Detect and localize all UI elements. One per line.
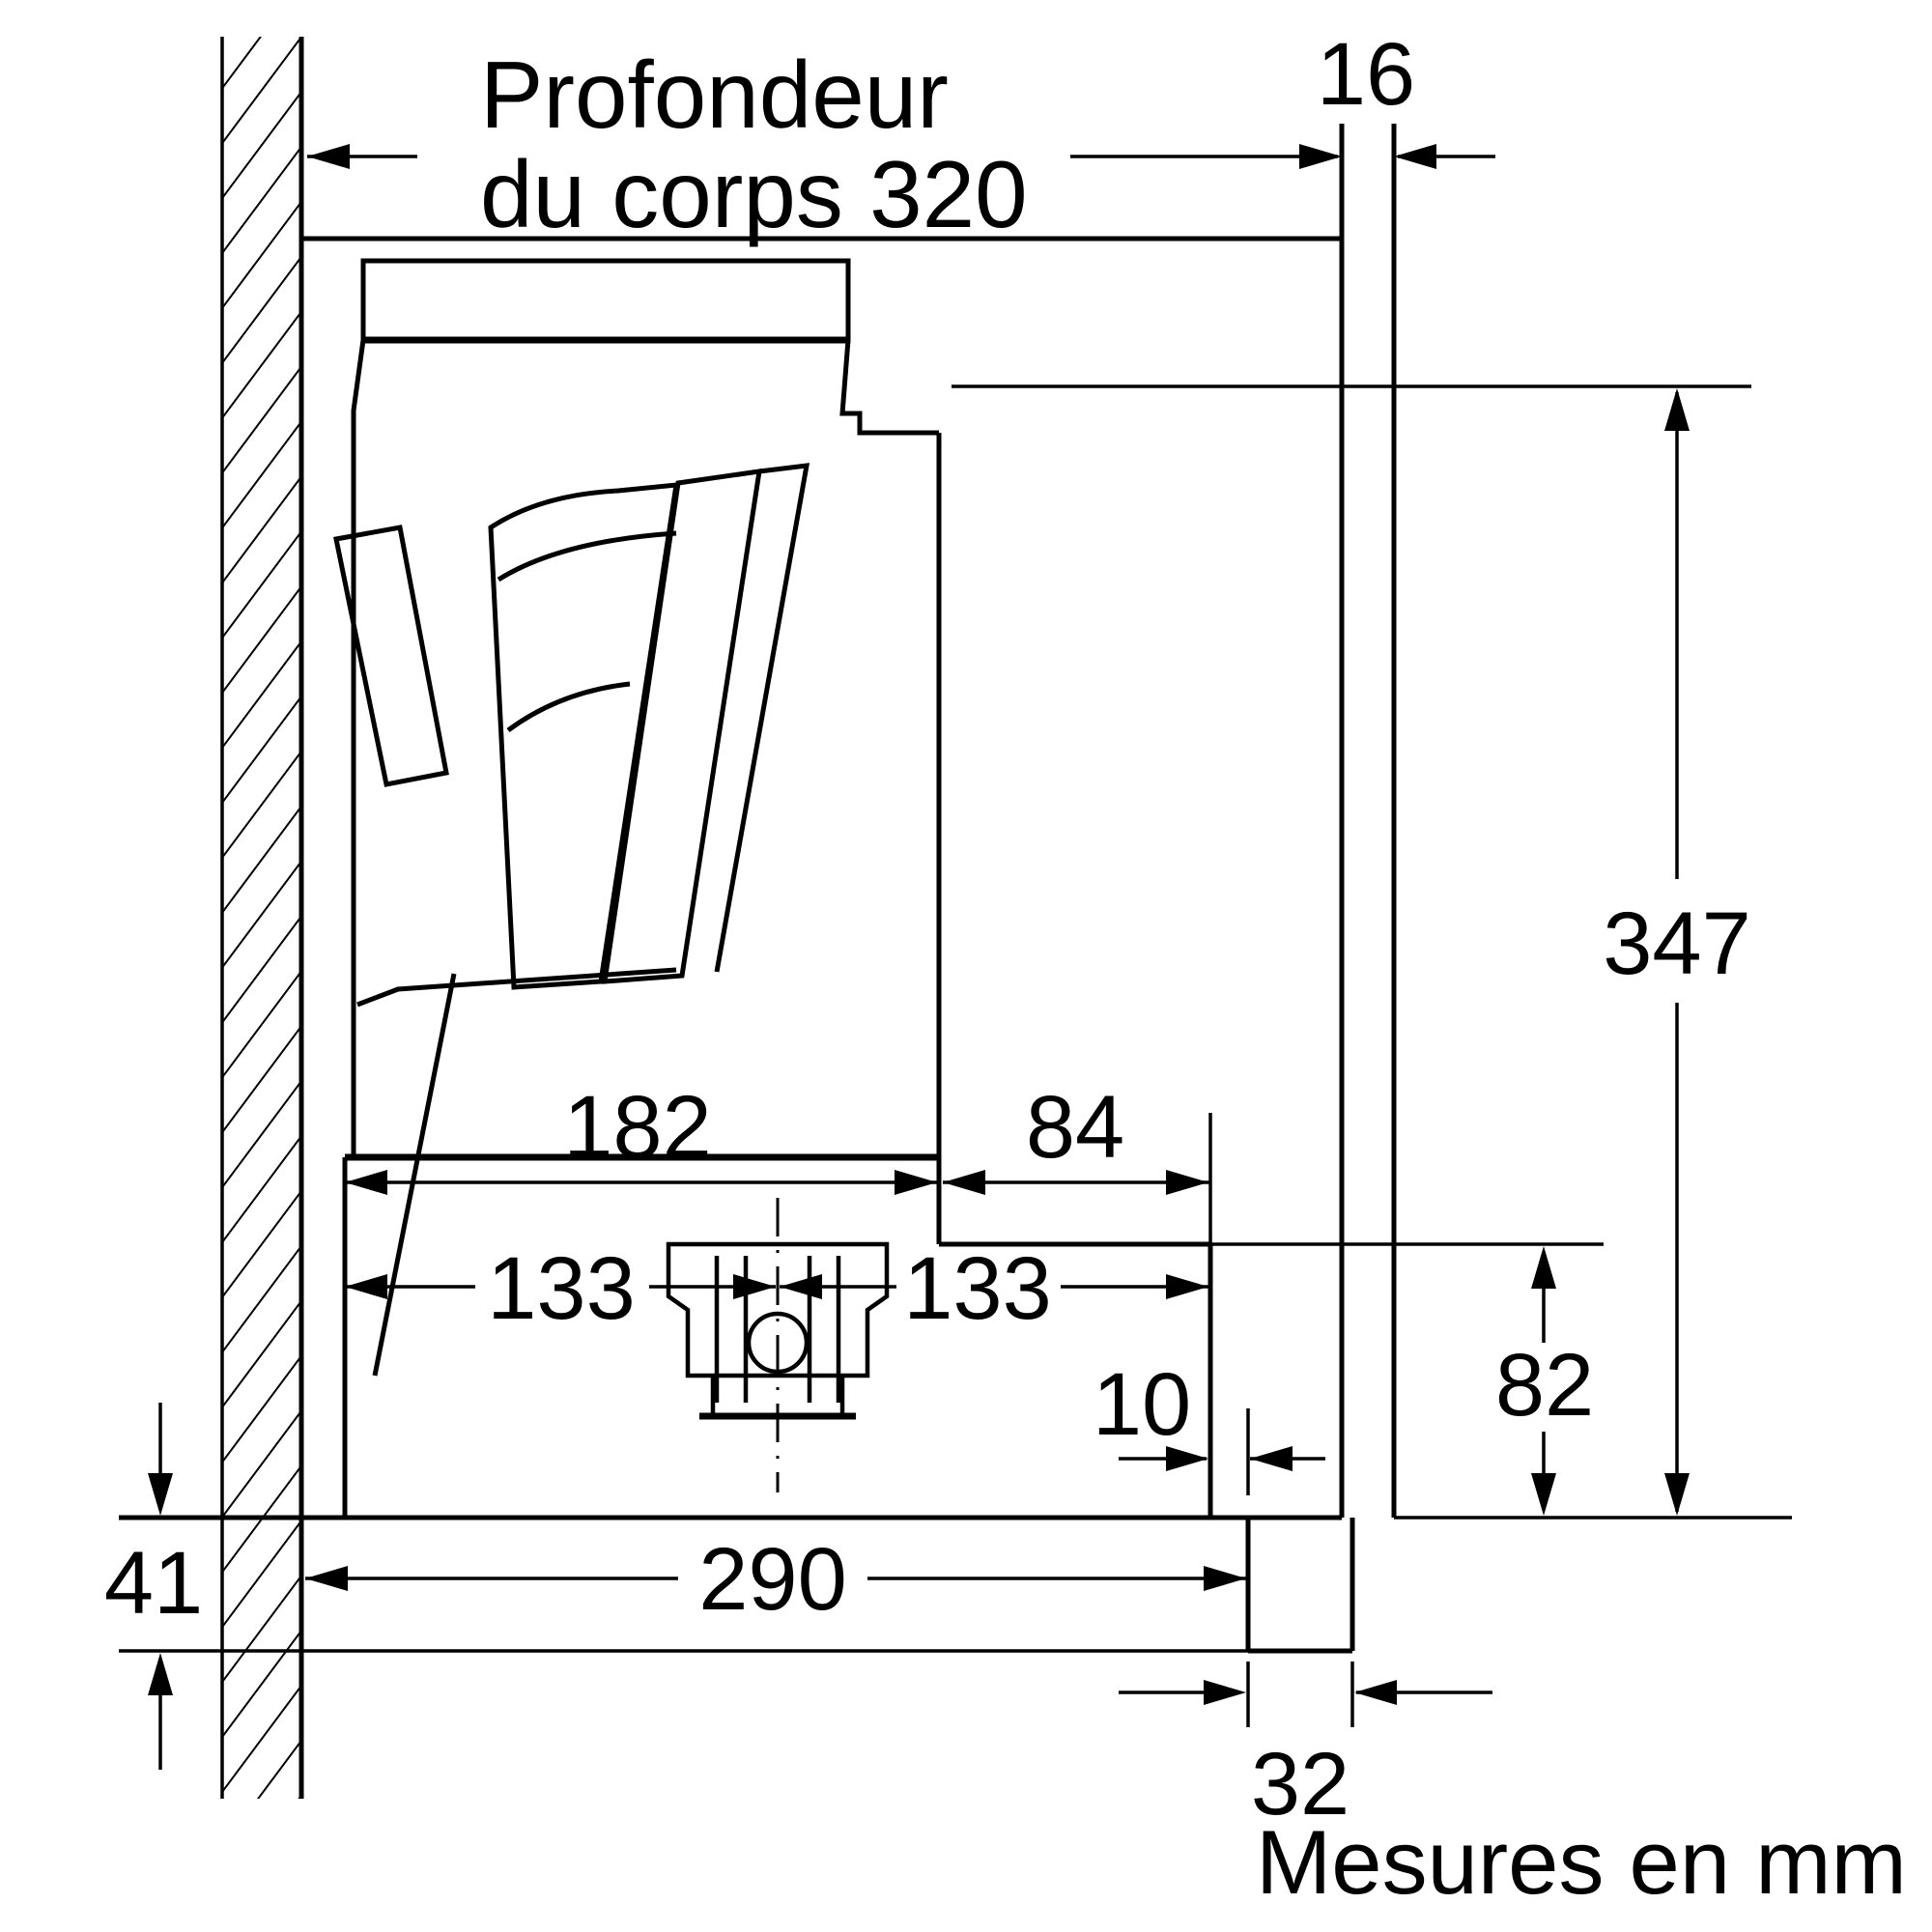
- flap-right: [602, 469, 762, 984]
- dim-recess-82: 82: [1210, 1242, 1604, 1516]
- dim-182-label: 182: [563, 1078, 712, 1177]
- dim-pullout-290: 290: [305, 1530, 1246, 1629]
- dim-290-label: 290: [698, 1530, 847, 1629]
- pullout-diagonal-edge: [372, 973, 457, 1377]
- arrow-left-icon: [943, 1170, 985, 1195]
- dim-16-label: 16: [1317, 25, 1415, 124]
- dim-gap-10: 10: [1093, 1355, 1325, 1471]
- dim-133-right-label: 133: [903, 1239, 1052, 1338]
- flap-bottom-shelf: [356, 967, 677, 1008]
- dim-32-label: 32: [1251, 1735, 1350, 1833]
- dim-visor-drop-41: 41: [104, 1403, 203, 1770]
- arrow-right-icon: [1204, 1566, 1246, 1591]
- flap-middle: [488, 482, 679, 990]
- arrow-down-icon: [1531, 1473, 1556, 1516]
- arrow-left-icon: [345, 1274, 387, 1299]
- wall-hatch-fill: [222, 37, 301, 1799]
- arrow-left-icon: [780, 1274, 822, 1299]
- flap-small-left: [333, 525, 449, 787]
- arrow-left-icon: [1250, 1446, 1293, 1471]
- arrow-left-icon: [1354, 1680, 1397, 1705]
- arrow-right-icon: [1299, 144, 1342, 169]
- arrow-up-icon: [1531, 1246, 1556, 1289]
- arrow-right-icon: [733, 1274, 776, 1299]
- hood-neck-step: [839, 339, 939, 436]
- dim-133-left-label: 133: [487, 1239, 636, 1338]
- depth-label-line2: du corps 320: [480, 141, 1028, 247]
- wall-section: [220, 37, 304, 1799]
- arrow-left-icon: [305, 1566, 348, 1591]
- power-connector: [666, 1198, 890, 1492]
- flap-right-outer-edge: [714, 463, 810, 973]
- dim-niche-347: 347: [952, 384, 1751, 1516]
- arrow-up-icon: [1664, 388, 1690, 431]
- arrow-down-icon: [148, 1473, 173, 1516]
- dim-133-pair: 133 133: [345, 1239, 1208, 1338]
- flap-middle-curve-3: [506, 681, 631, 733]
- arrow-right-icon: [895, 1170, 937, 1195]
- hood-top-duct-box: [360, 258, 851, 343]
- arrow-left-icon: [1394, 144, 1436, 169]
- arrow-right-icon: [1166, 1446, 1208, 1471]
- dim-182-84: 182 84: [345, 1078, 1212, 1244]
- arrow-right-icon: [1166, 1274, 1208, 1299]
- cabinet-outline: [301, 124, 1397, 1518]
- dim-10-label: 10: [1093, 1355, 1191, 1454]
- pullout-visor: [119, 1408, 1355, 1654]
- hood-internal-flaps: [333, 463, 810, 1377]
- dim-82-label: 82: [1495, 1336, 1594, 1435]
- arrow-left-icon: [345, 1170, 387, 1195]
- hood-back-edge: [351, 339, 366, 1157]
- flap-middle-curve-2: [497, 530, 677, 582]
- dim-panel-16: 16: [1317, 25, 1495, 169]
- dim-347-label: 347: [1603, 895, 1751, 993]
- arrow-left-icon: [307, 144, 350, 169]
- dim-visor-32: 32: [1119, 1662, 1492, 1833]
- arrow-right-icon: [1204, 1680, 1246, 1705]
- arrow-right-icon: [1166, 1170, 1208, 1195]
- connector-housing: [666, 1241, 890, 1378]
- depth-label-line1: Profondeur: [480, 42, 949, 148]
- dim-84-label: 84: [1026, 1078, 1124, 1177]
- units-note: Mesures en mm: [1256, 1811, 1907, 1913]
- dim-41-label: 41: [104, 1534, 203, 1633]
- arrow-up-icon: [148, 1653, 173, 1695]
- arrow-down-icon: [1664, 1473, 1690, 1516]
- hood-body: [119, 258, 1792, 1520]
- dim-body-depth-320: Profondeur du corps 320: [307, 42, 1342, 247]
